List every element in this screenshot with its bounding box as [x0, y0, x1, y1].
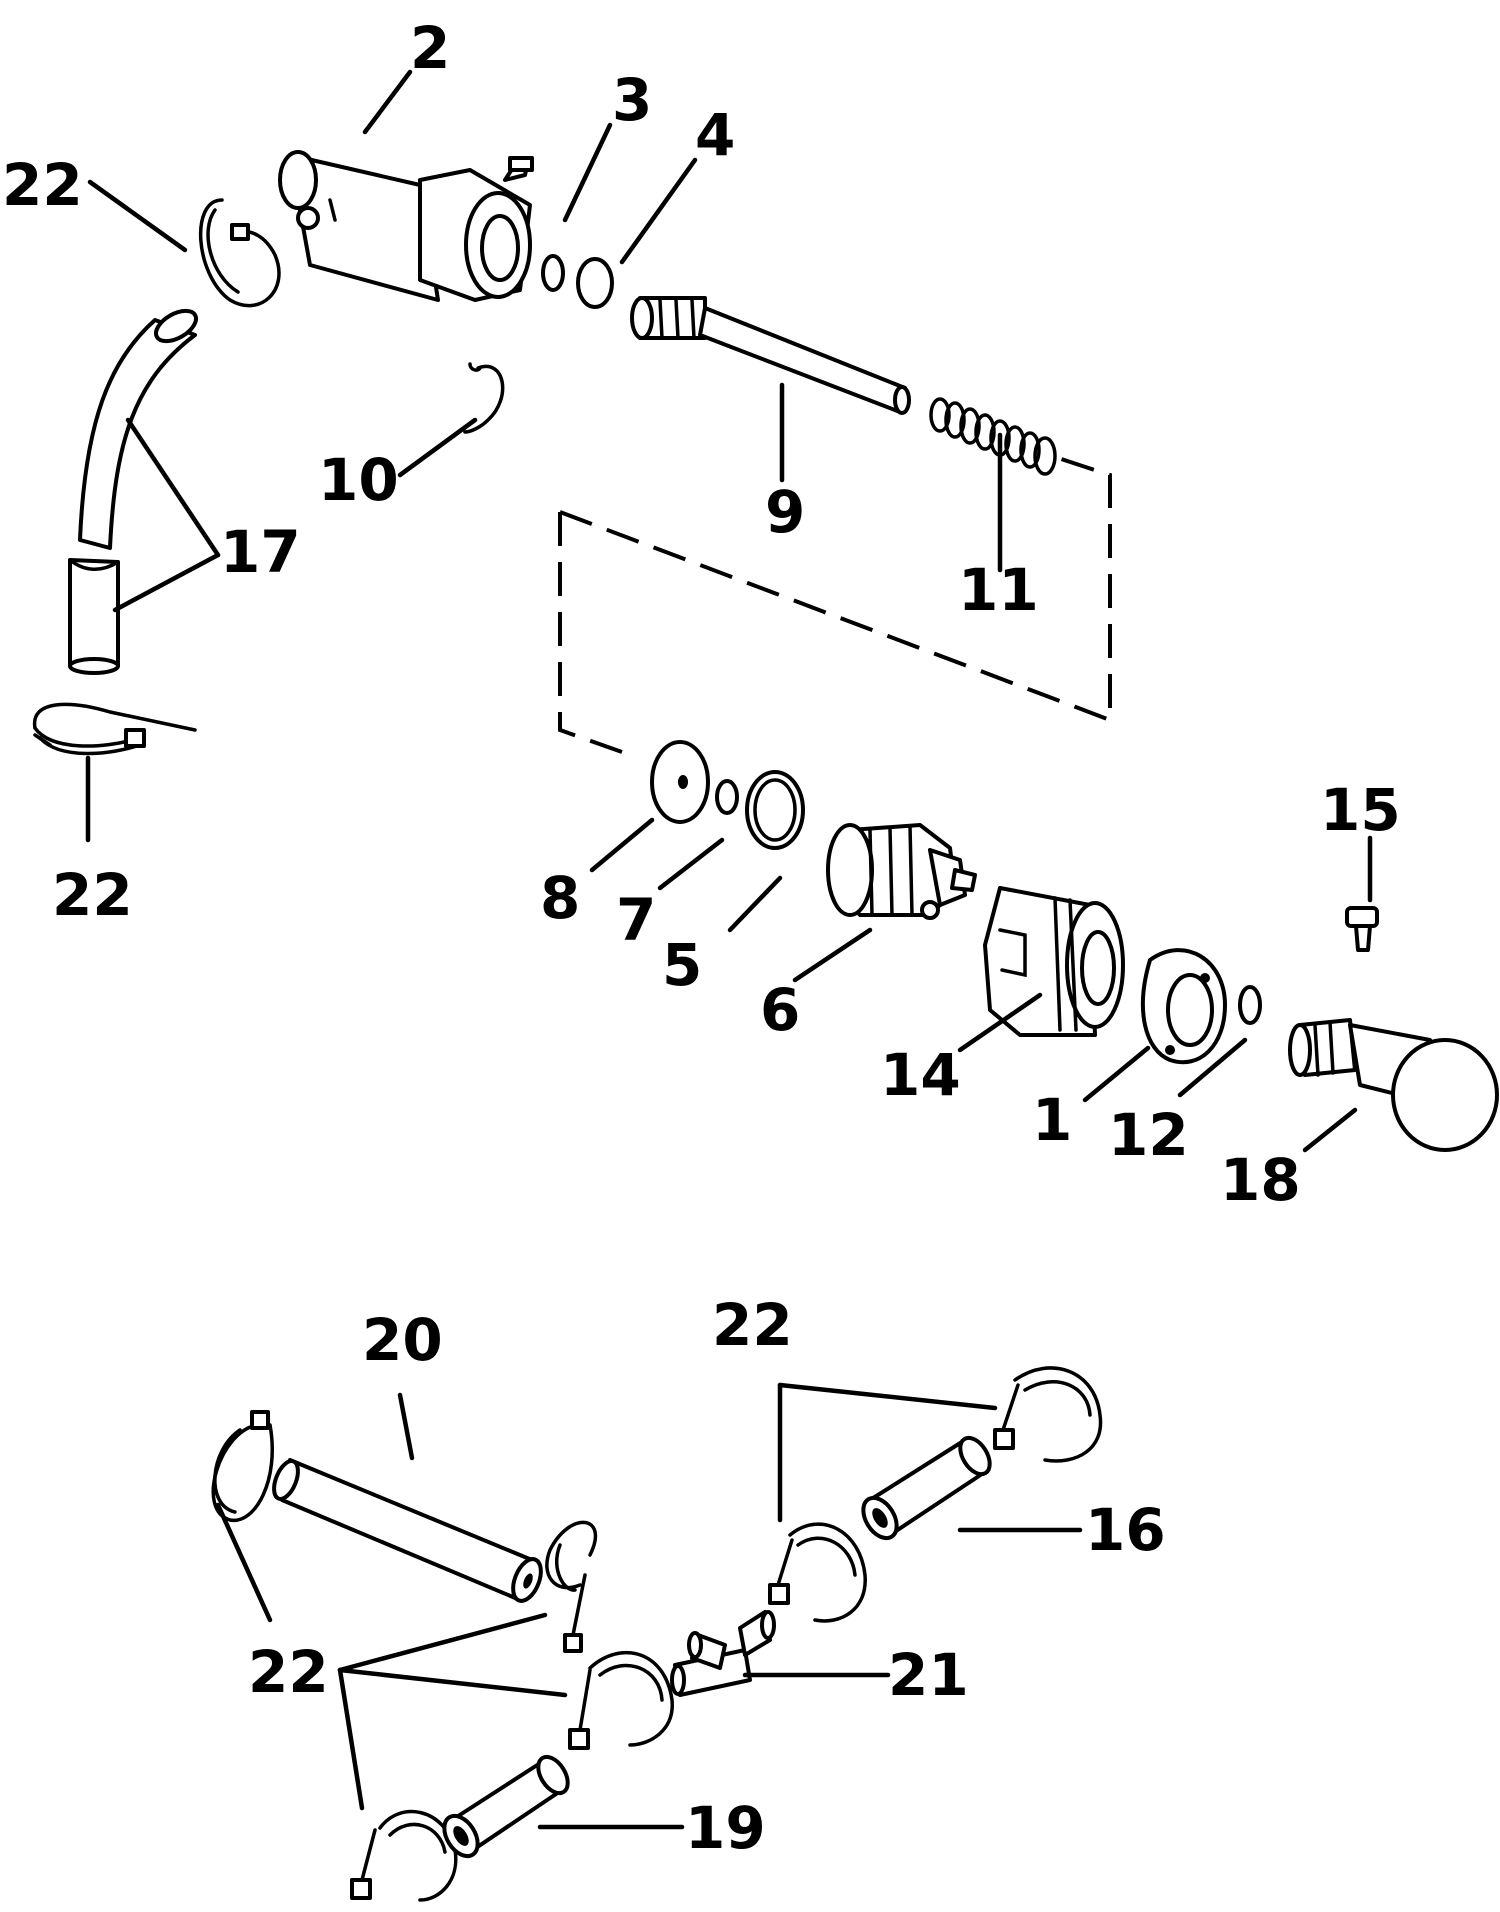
part-6-valve-body	[826, 823, 977, 920]
label-7: 7	[616, 886, 656, 954]
part-7-o-ring	[715, 779, 739, 815]
label-2: 2	[410, 14, 450, 82]
part-22-clamp-upper	[198, 198, 281, 308]
part-22-clamp-mid-2	[568, 1650, 674, 1750]
label-20: 20	[362, 1306, 443, 1374]
part-22-clamp-right-lower	[768, 1522, 867, 1623]
part-12-o-ring	[1238, 985, 1262, 1025]
part-22-clamp-right-upper	[993, 1366, 1103, 1463]
label-9: 9	[765, 478, 805, 546]
part-10-clip	[463, 362, 505, 434]
label-22-right: 22	[712, 1291, 793, 1359]
part-16-hose	[861, 1435, 992, 1541]
label-3: 3	[612, 66, 652, 134]
part-4-o-ring	[576, 257, 614, 309]
label-10: 10	[318, 446, 399, 514]
callout-labels: 2 3 4 22 10 9 11 17 22 15 8 7 5 6 14 1 1…	[2, 14, 1401, 1862]
leader-lines	[85, 69, 1373, 1830]
label-11: 11	[958, 556, 1039, 624]
label-21: 21	[888, 1641, 969, 1709]
label-12: 12	[1108, 1101, 1189, 1169]
label-16: 16	[1085, 1496, 1166, 1564]
part-11-spring	[929, 397, 1057, 476]
label-14: 14	[880, 1041, 961, 1109]
part-21-tee-fitting	[670, 1610, 776, 1697]
part-14-sleeve	[983, 886, 1125, 1037]
part-1-bracket-plate	[1141, 948, 1227, 1065]
label-18: 18	[1220, 1146, 1301, 1214]
label-22-upper: 22	[2, 151, 83, 219]
label-17: 17	[220, 518, 301, 586]
part-17-hose	[68, 308, 198, 675]
part-5-seal-ring	[745, 770, 805, 850]
label-4: 4	[695, 101, 735, 169]
label-5: 5	[662, 931, 702, 999]
label-15: 15	[1320, 776, 1401, 844]
part-3-o-ring	[541, 254, 565, 292]
part-8-washer	[650, 740, 710, 824]
part-18-knob	[1288, 1018, 1499, 1152]
part-2-housing	[278, 150, 534, 302]
label-1: 1	[1032, 1086, 1072, 1154]
label-22-lower-left: 22	[52, 861, 133, 929]
part-9-plunger	[630, 296, 911, 415]
label-22-left: 22	[248, 1638, 329, 1706]
label-6: 6	[760, 976, 800, 1044]
part-22-clamp-mid-1	[545, 1520, 598, 1653]
part-19-hose	[442, 1754, 570, 1859]
label-19: 19	[685, 1794, 766, 1862]
part-22-clamp-bottom	[350, 1809, 458, 1902]
part-22-clamp-lower	[32, 702, 197, 756]
part-15-screw	[1345, 906, 1379, 952]
part-22-clamp-left	[211, 1410, 274, 1522]
part-20-hose	[272, 1458, 543, 1603]
label-8: 8	[540, 864, 580, 932]
dashed-bracket	[558, 456, 1112, 754]
